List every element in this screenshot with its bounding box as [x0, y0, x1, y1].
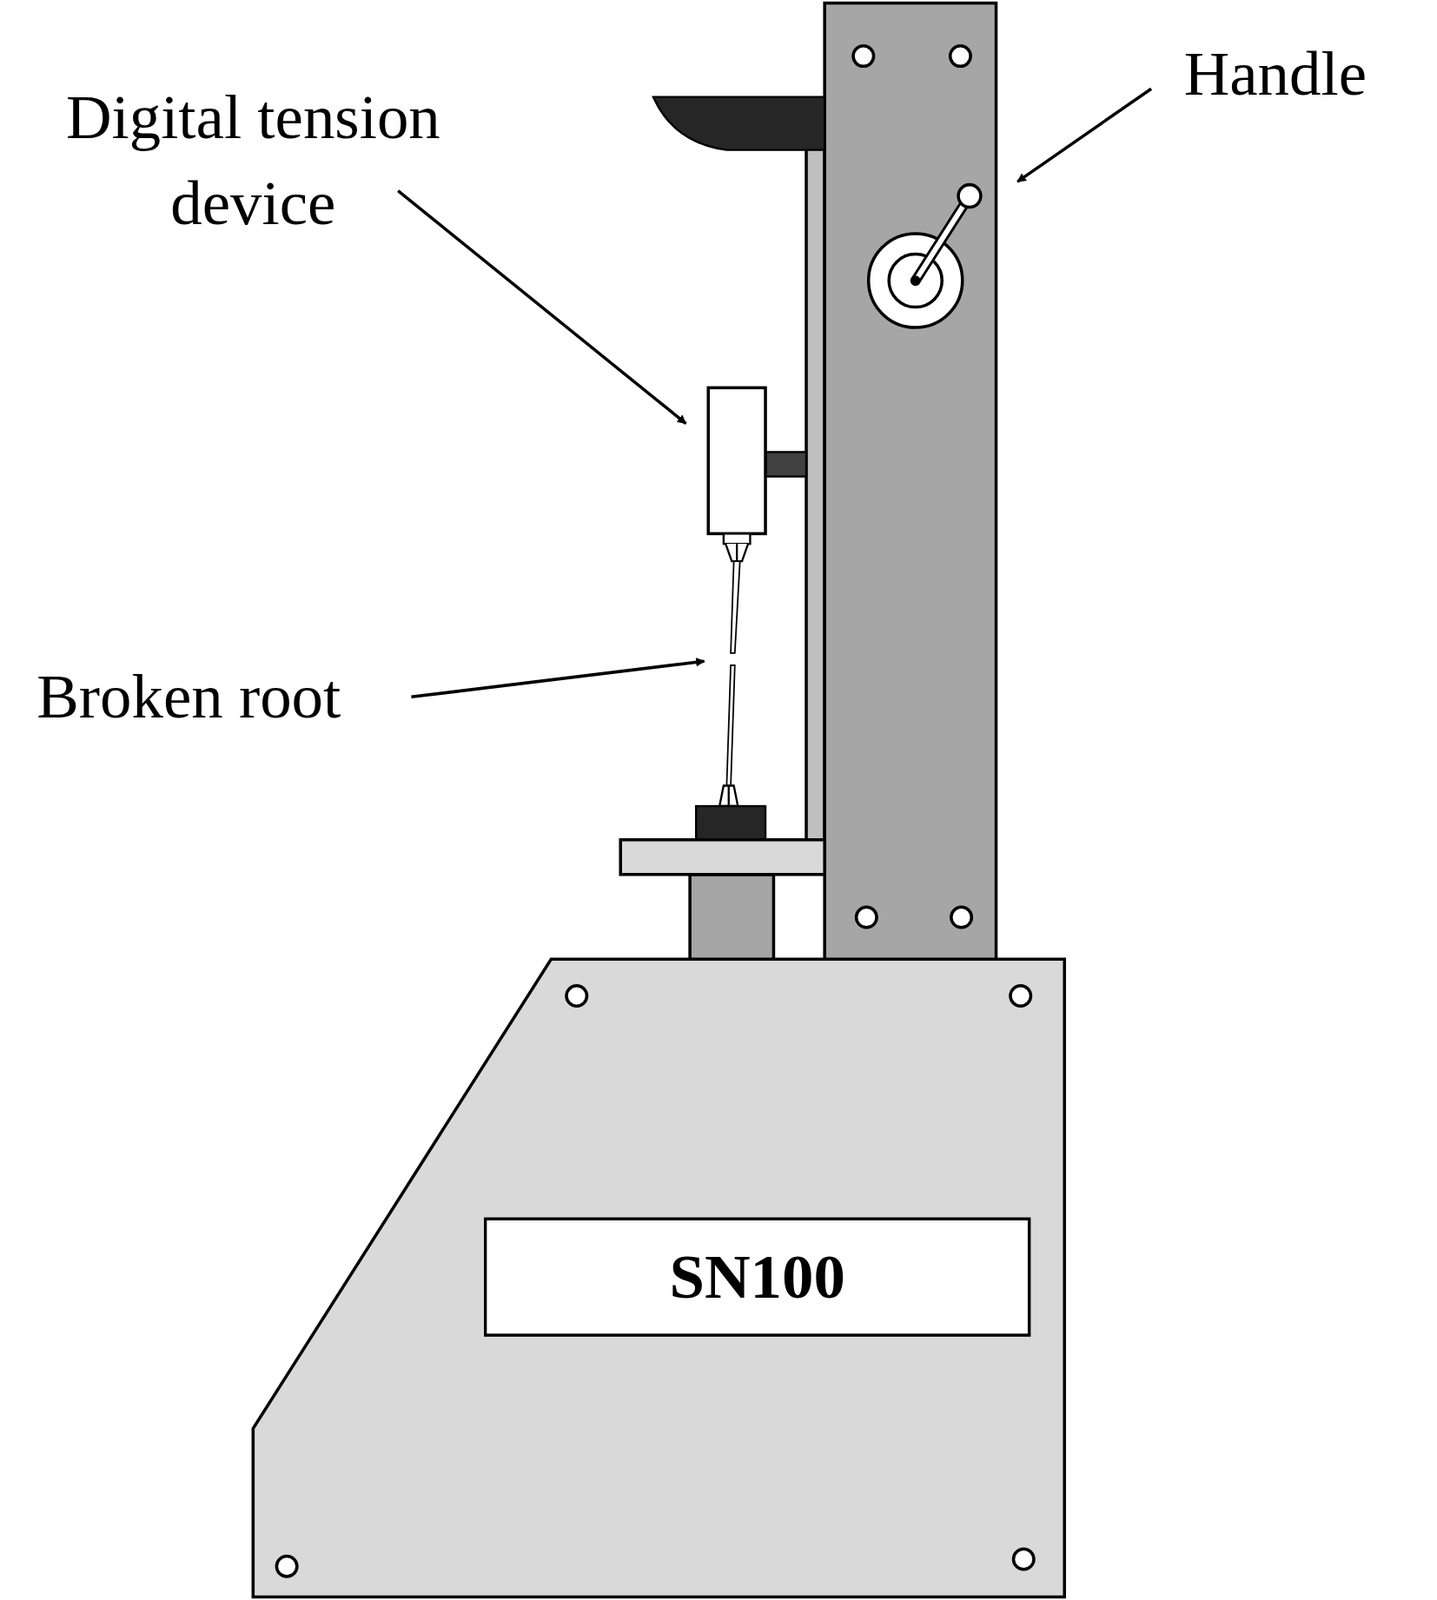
plate-text: SN100: [668, 1240, 845, 1313]
name-plate: SN100: [483, 1217, 1032, 1337]
callout-label: Handle: [1184, 30, 1430, 118]
column: [824, 3, 996, 961]
device-mount: [765, 451, 807, 477]
upper-clamp: [723, 533, 751, 562]
top-grip: [653, 97, 825, 151]
callout-label: Digital tension device: [18, 73, 488, 248]
lower-clamp: [719, 786, 738, 807]
column-holes: [853, 46, 972, 928]
leader-arrows: [397, 88, 1152, 697]
handle-knob: [868, 185, 981, 328]
machine-base: [252, 959, 1065, 1597]
digital-tension-device: [708, 387, 766, 534]
callout-label: Broken root: [36, 653, 424, 741]
broken-root: [726, 561, 740, 786]
guide-strip: [806, 147, 825, 842]
platform: [620, 840, 825, 875]
platform-post: [689, 874, 774, 961]
screw-holes: [276, 986, 1034, 1577]
base-clamp-block: [695, 806, 766, 841]
